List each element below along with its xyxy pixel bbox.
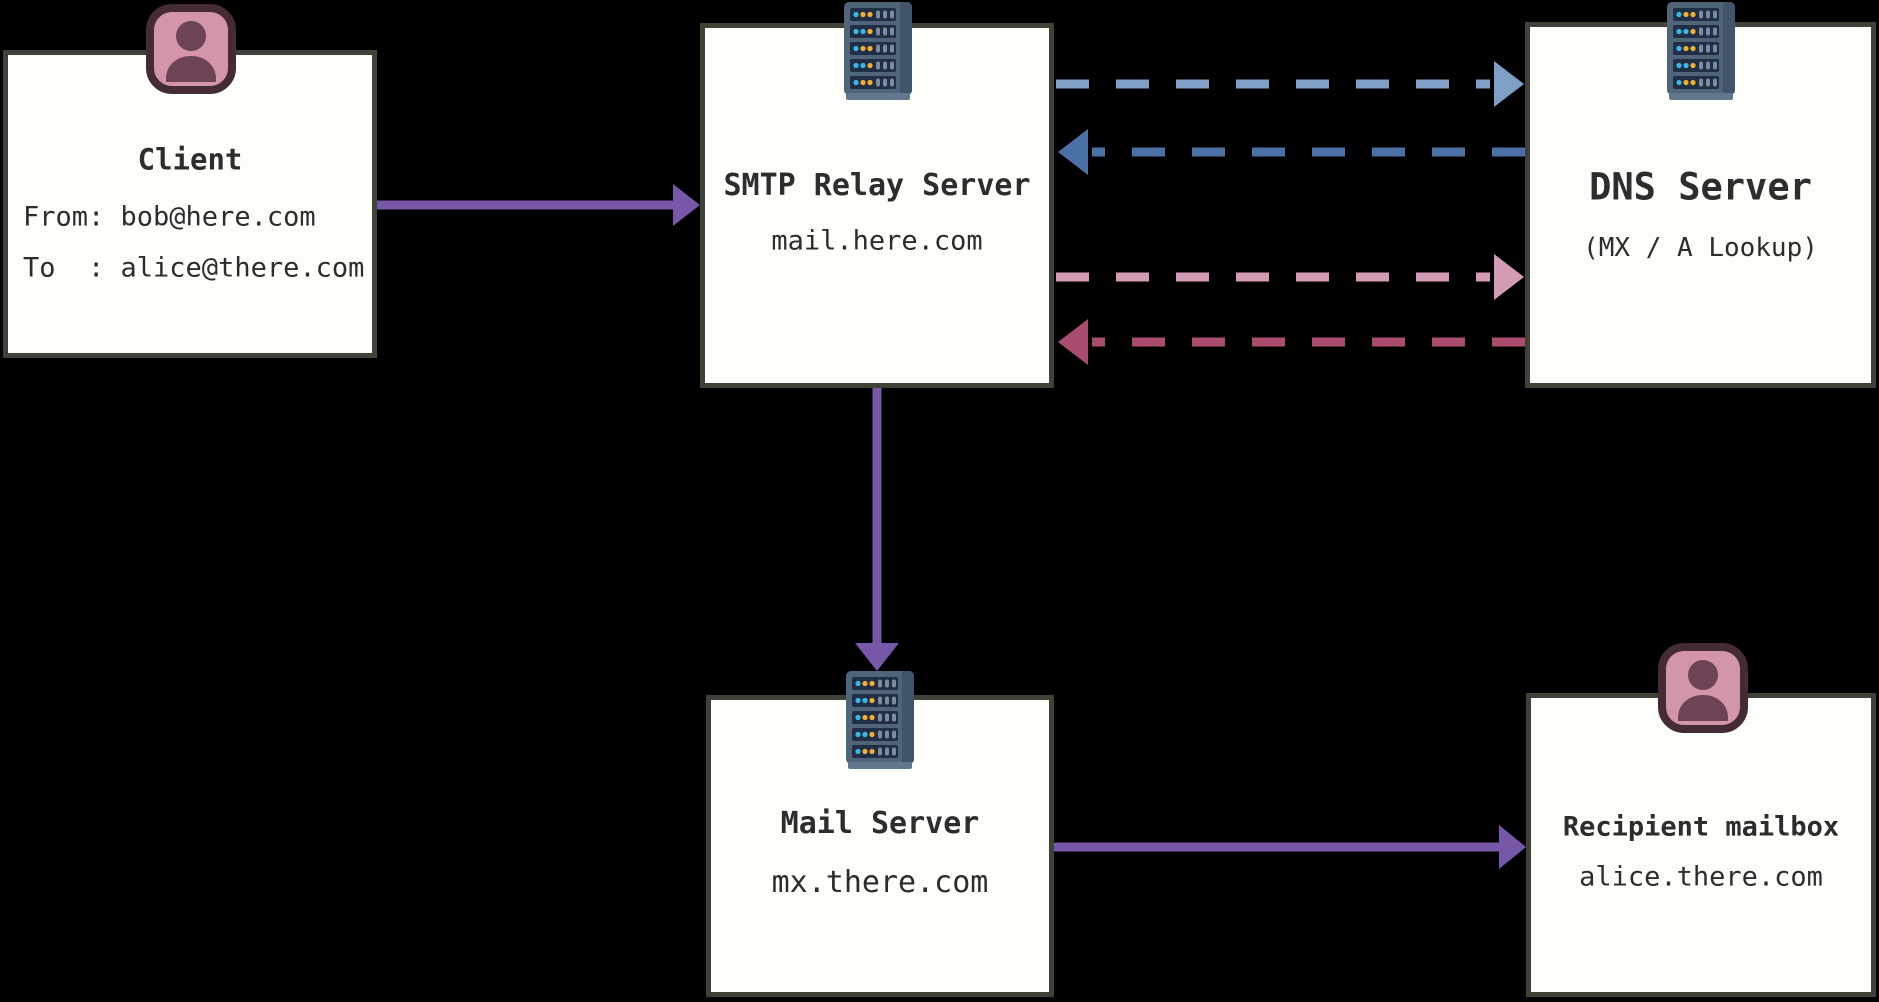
arrow-client-to-smtp xyxy=(377,184,700,226)
arrow-smtp-to-dns-query-2 xyxy=(1056,254,1524,300)
recipient-title: Recipient mailbox xyxy=(1562,811,1840,843)
smtp-relay-hostname: mail.here.com xyxy=(771,225,983,257)
client-to-line: To : alice@there.com xyxy=(23,252,365,284)
mail-server-hostname: mx.there.com xyxy=(771,865,989,900)
mail-server-title: Mail Server xyxy=(780,806,980,841)
person-icon xyxy=(146,4,236,94)
arrow-dns-to-smtp-reply xyxy=(1058,129,1525,175)
server-icon xyxy=(846,671,914,769)
smtp-relay-title: SMTP Relay Server xyxy=(723,168,1031,203)
recipient-mailbox-box xyxy=(1526,693,1876,997)
arrow-mail-to-recipient xyxy=(1054,825,1526,869)
arrow-smtp-to-mail xyxy=(855,388,899,671)
arrow-dns-to-smtp-reply-2 xyxy=(1058,319,1525,365)
recipient-hostname: alice.there.com xyxy=(1579,861,1823,893)
server-icon xyxy=(1667,2,1735,100)
client-title: Client xyxy=(137,142,243,177)
client-from-line: From: bob@here.com xyxy=(23,201,316,233)
person-icon xyxy=(1658,643,1748,733)
arrow-smtp-to-dns-query xyxy=(1056,61,1524,107)
dns-server-title: DNS Server xyxy=(1589,165,1812,209)
mail-server-box xyxy=(706,695,1054,997)
dns-lookup-subtitle: (MX / A Lookup) xyxy=(1583,233,1818,263)
server-icon xyxy=(844,2,912,100)
